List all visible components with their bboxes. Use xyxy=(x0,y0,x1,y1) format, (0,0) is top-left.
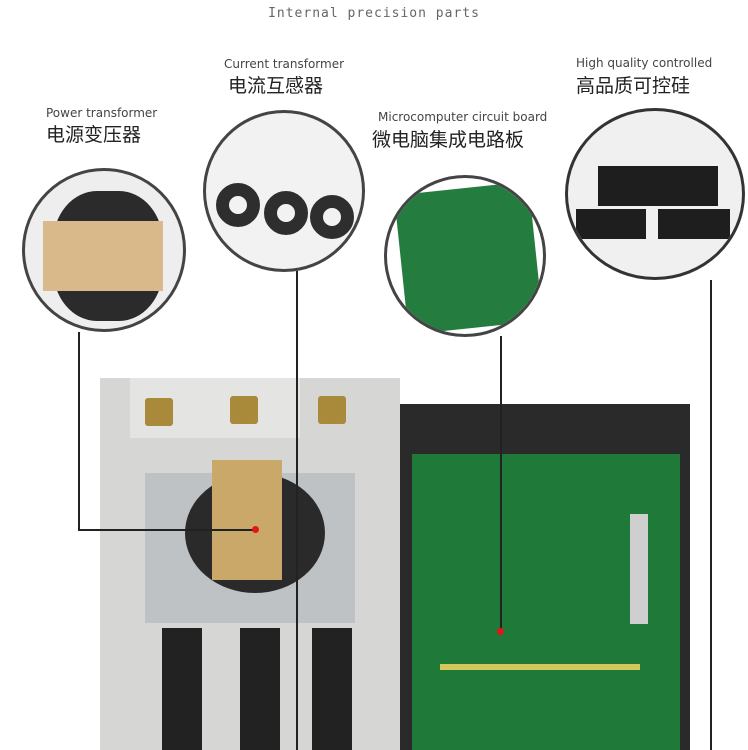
marker-dot xyxy=(252,526,259,533)
scr-module-image xyxy=(565,108,745,280)
power-transformer-image xyxy=(22,168,186,332)
current-transformer-image xyxy=(203,110,365,272)
transformer-label xyxy=(212,460,282,580)
marker-dot xyxy=(497,628,504,635)
leader-line xyxy=(500,336,502,632)
circuit-board-label-en: Microcomputer circuit board xyxy=(378,110,548,124)
page-title: Internal precision parts xyxy=(268,6,480,21)
scr-label-cn: 高品质可控硅 xyxy=(576,75,691,97)
leader-line xyxy=(78,332,80,530)
current-transformer-label-cn: 电流互感器 xyxy=(228,75,324,97)
pcb-frame xyxy=(400,404,690,750)
leader-line xyxy=(710,280,712,750)
power-transformer-label-en: Power transformer xyxy=(46,106,158,120)
power-transformer-label-cn: 电源变压器 xyxy=(46,124,142,146)
circuit-board-label-cn: 微电脑集成电路板 xyxy=(372,129,525,151)
leader-line xyxy=(296,271,298,750)
scr-label-en: High quality controlled xyxy=(576,56,713,70)
leader-line xyxy=(78,529,256,531)
current-transformer-label-en: Current transformer xyxy=(224,57,345,71)
circuit-board-image xyxy=(384,175,546,337)
enclosure-photo xyxy=(100,378,400,750)
